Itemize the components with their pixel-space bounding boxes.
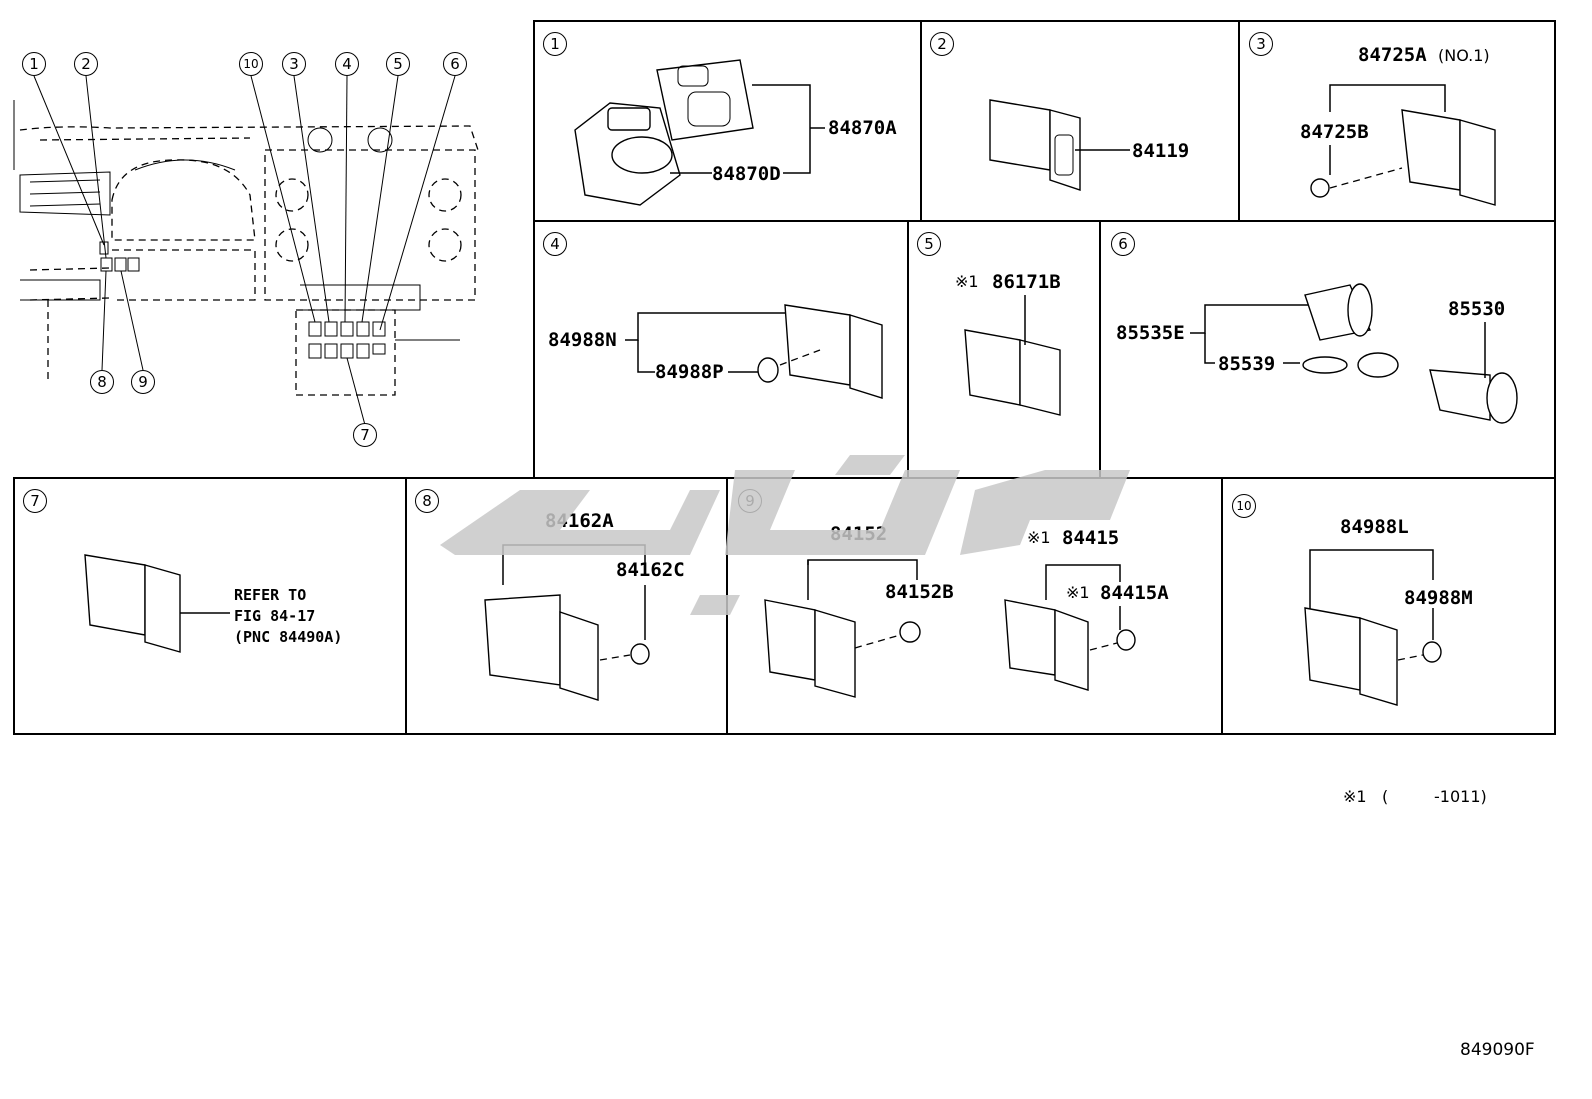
part-number: 84988L xyxy=(1340,516,1409,538)
applicability-mark: ※1 xyxy=(1027,528,1051,547)
part-number: 84415A xyxy=(1100,582,1169,604)
switch-no1-drawing xyxy=(1310,84,1496,206)
part-number: 84988P xyxy=(655,361,724,383)
footnote-mark: ※1 xyxy=(1343,787,1367,806)
panel-number: 8 xyxy=(415,489,439,513)
overview-callout: 10 xyxy=(239,52,263,76)
switch-84988l-drawing xyxy=(1304,549,1442,706)
part-number: 86171B xyxy=(992,271,1061,293)
part-number: 84725B xyxy=(1300,121,1369,143)
part-number: 84152 xyxy=(830,523,888,545)
switch-refer-drawing xyxy=(84,554,230,653)
part-number: 84725A xyxy=(1358,44,1427,66)
dimmer-switch-drawing xyxy=(989,99,1130,191)
part-note: (NO.1) xyxy=(1438,46,1490,65)
footnote-range: -1011) xyxy=(1434,787,1487,806)
part-number: 84162C xyxy=(616,559,685,581)
overview-callout: 2 xyxy=(74,52,98,76)
panel-number: 7 xyxy=(23,489,47,513)
dashboard-overview-drawing xyxy=(13,75,479,426)
mirror-switch-drawing xyxy=(574,59,825,206)
overview-callout: 4 xyxy=(335,52,359,76)
overview-callout: 8 xyxy=(90,370,114,394)
power-outlet-drawing xyxy=(1190,283,1518,424)
figure-id: 849090F xyxy=(1460,1040,1535,1060)
panel-number: 3 xyxy=(1249,32,1273,56)
part-number: 84152B xyxy=(885,581,954,603)
panel-number: 10 xyxy=(1232,494,1256,518)
part-number: 85539 xyxy=(1218,353,1276,375)
fog-switch-drawing xyxy=(484,544,650,701)
switch-84988-drawing xyxy=(625,304,883,399)
part-number: 84988M xyxy=(1404,587,1473,609)
panel-number: 9 xyxy=(738,489,762,513)
switch-84152-84415-drawing xyxy=(764,559,1136,698)
part-number: 84119 xyxy=(1132,140,1190,162)
part-number: 85530 xyxy=(1448,298,1506,320)
panel-10-frame xyxy=(1221,477,1556,735)
part-number: 84870A xyxy=(828,117,897,139)
overview-callout: 6 xyxy=(443,52,467,76)
panel-number: 2 xyxy=(930,32,954,56)
overview-callout: 9 xyxy=(131,370,155,394)
part-number: 85535E xyxy=(1116,322,1185,344)
panel-number: 5 xyxy=(917,232,941,256)
overview-callout: 1 xyxy=(22,52,46,76)
refer-note: REFER TO FIG 84-17 (PNC 84490A) xyxy=(234,586,343,646)
overview-callout: 7 xyxy=(353,423,377,447)
applicability-mark: ※1 xyxy=(955,272,979,291)
part-number: 84870D xyxy=(712,163,781,185)
footnote-open: ( xyxy=(1382,787,1389,806)
part-number: 84162A xyxy=(545,510,614,532)
applicability-mark: ※1 xyxy=(1066,583,1090,602)
panel-number: 6 xyxy=(1111,232,1135,256)
overview-callout: 5 xyxy=(386,52,410,76)
part-number: 84988N xyxy=(548,329,617,351)
panel-number: 1 xyxy=(543,32,567,56)
overview-callout: 3 xyxy=(282,52,306,76)
panel-number: 4 xyxy=(543,232,567,256)
part-number: 84415 xyxy=(1062,527,1120,549)
switch-86171b-drawing xyxy=(964,295,1061,416)
